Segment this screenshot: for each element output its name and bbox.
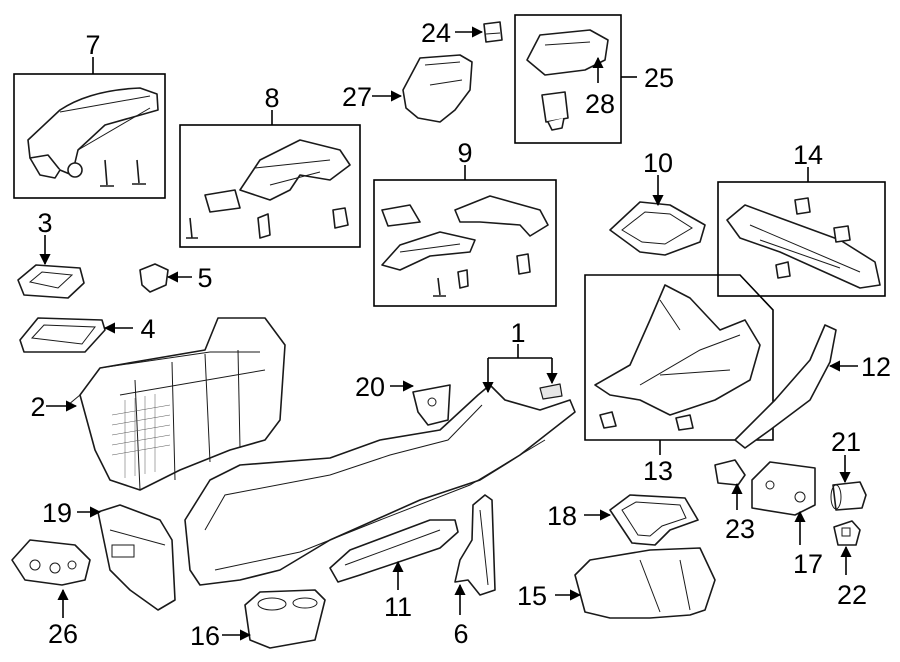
callout-4: 4 [140, 314, 155, 344]
cover-part-15[interactable] [574, 547, 716, 619]
callout-11: 11 [384, 592, 412, 622]
callout-8: 8 [264, 83, 279, 113]
panel-part-20[interactable] [412, 384, 451, 426]
callout-7: 7 [85, 30, 100, 60]
callout-14: 14 [793, 140, 823, 170]
callout-13: 13 [643, 456, 673, 486]
bezel-part-25[interactable] [526, 29, 609, 76]
shift-panel-part-9[interactable] [381, 195, 549, 297]
callout-20: 20 [355, 372, 385, 402]
callout-1: 1 [510, 318, 525, 348]
callout-16: 16 [190, 621, 220, 651]
callout-10: 10 [643, 148, 673, 178]
bracket-part-14[interactable] [726, 197, 881, 289]
callout-24: 24 [421, 18, 451, 48]
socket-part-21[interactable] [830, 481, 867, 511]
callout-15: 15 [517, 581, 547, 611]
switch-panel-part-17[interactable] [751, 461, 816, 516]
clip-part-24[interactable] [483, 21, 503, 43]
cup-holder-part-16[interactable] [244, 589, 326, 649]
leader-lines [39, 26, 858, 641]
switch-part-28[interactable] [541, 91, 569, 131]
group-box-14 [717, 181, 886, 297]
mat-part-3[interactable] [17, 264, 85, 299]
callout-21: 21 [831, 427, 861, 457]
console-box-part[interactable] [67, 317, 286, 491]
tray-part-10[interactable] [609, 201, 706, 256]
callout-23: 23 [725, 514, 755, 544]
callout-6: 6 [453, 619, 468, 649]
group-box-13 [584, 274, 774, 441]
group-box-7 [13, 73, 166, 199]
mat-part-4[interactable] [19, 317, 106, 353]
switch-part-26[interactable] [11, 539, 91, 586]
mat-part-18[interactable] [609, 494, 699, 546]
callout-25: 25 [644, 63, 674, 93]
group-box-8 [179, 124, 361, 248]
shift-bezel-part-13[interactable] [594, 284, 761, 431]
bracket-part-6[interactable] [454, 494, 496, 596]
callout-labels: 1 2 3 4 5 6 7 8 9 10 11 12 13 14 15 16 1… [30, 18, 891, 651]
callout-19: 19 [42, 498, 72, 528]
clip-part-5[interactable] [139, 263, 169, 293]
callout-12: 12 [861, 352, 891, 382]
trim-part-11[interactable] [329, 519, 459, 583]
console-panel-part[interactable] [184, 383, 576, 586]
armrest-lid-part[interactable] [27, 87, 159, 187]
callout-5: 5 [197, 263, 212, 293]
callout-28: 28 [585, 89, 615, 119]
shift-panel-part-8[interactable] [186, 139, 351, 239]
callout-18: 18 [547, 501, 577, 531]
callout-2: 2 [30, 392, 45, 422]
panel-part-19[interactable] [97, 504, 176, 611]
callout-22: 22 [837, 580, 867, 610]
callout-9: 9 [457, 138, 472, 168]
clip-part-23[interactable] [714, 459, 746, 486]
trim-strip-part-12[interactable] [734, 324, 837, 449]
socket-part-22[interactable] [833, 520, 861, 546]
callout-26: 26 [48, 619, 78, 649]
callout-17: 17 [793, 549, 823, 579]
group-box-25 [514, 14, 622, 144]
callout-3: 3 [37, 208, 52, 238]
bezel-part-27[interactable] [402, 54, 473, 123]
callout-27: 27 [342, 82, 372, 112]
